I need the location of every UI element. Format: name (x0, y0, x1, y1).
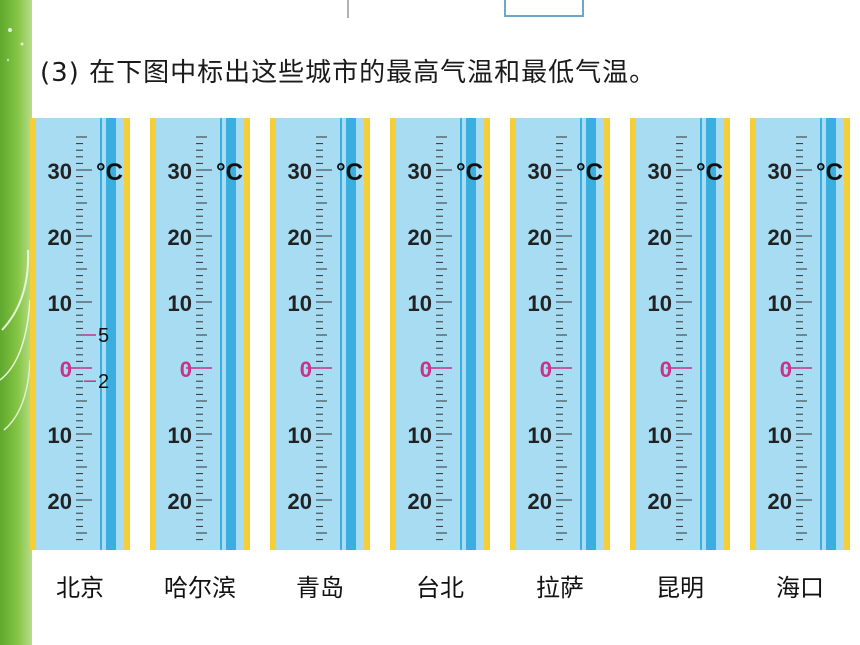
zero-label: 0 (540, 357, 552, 382)
glass-highlight (222, 118, 226, 550)
mark-label: 5 (98, 325, 109, 347)
instruction-heading: (3) 在下图中标出这些城市的最高气温和最低气温。 (40, 52, 656, 89)
scale-label: 30 (168, 159, 192, 184)
unit-label: °C (576, 159, 603, 186)
unit-label: °C (336, 159, 363, 186)
mark-label: 2 (98, 371, 109, 393)
glass-highlight (342, 118, 346, 550)
scale-label: 20 (408, 489, 432, 514)
frame-left (510, 118, 516, 550)
scale-label: 20 (288, 225, 312, 250)
thermometer-6: 30 20 10 0 10 20 °C (630, 118, 730, 550)
frame-right (364, 118, 370, 550)
city-label: 青岛 (296, 574, 344, 602)
thermometer-1: 30 20 10 0 10 20 °C 5 2 (30, 118, 130, 550)
scale-label: 20 (48, 489, 72, 514)
unit-label: °C (96, 159, 123, 186)
glass-highlight (582, 118, 586, 550)
zero-label: 0 (420, 357, 432, 382)
scale-label: 30 (528, 159, 552, 184)
city-label: 拉萨 (536, 574, 584, 602)
glass-highlight (102, 118, 106, 550)
scale-label: 10 (768, 291, 792, 316)
unit-label: °C (216, 159, 243, 186)
glass-highlight (702, 118, 706, 550)
scale-label: 10 (168, 291, 192, 316)
scale-label: 10 (408, 291, 432, 316)
frame-left (750, 118, 756, 550)
scale-label: 20 (768, 225, 792, 250)
scale-label: 20 (768, 489, 792, 514)
instruction-text: 在下图中标出这些城市的最高气温和最低气温。 (89, 58, 657, 88)
city-label: 昆明 (656, 574, 704, 602)
scale-label: 10 (48, 291, 72, 316)
scale-label: 10 (48, 423, 72, 448)
scale-label: 20 (48, 225, 72, 250)
scale-label: 20 (648, 225, 672, 250)
frame-left (270, 118, 276, 550)
scale-label: 10 (648, 291, 672, 316)
scale-label: 10 (168, 423, 192, 448)
scale-label: 20 (408, 225, 432, 250)
thermometer-5: 30 20 10 0 10 20 °C (510, 118, 610, 550)
scale-label: 20 (528, 225, 552, 250)
unit-label: °C (456, 159, 483, 186)
frame-right (604, 118, 610, 550)
scale-label: 20 (648, 489, 672, 514)
glass-highlight (822, 118, 826, 550)
leaf-pattern-icon (0, 28, 31, 431)
unit-label: °C (816, 159, 843, 186)
frame-right (124, 118, 130, 550)
frame-right (244, 118, 250, 550)
scale-label: 10 (408, 423, 432, 448)
unit-label: °C (696, 159, 723, 186)
frame-right (724, 118, 730, 550)
zero-label: 0 (780, 357, 792, 382)
city-label: 海口 (776, 574, 824, 602)
frame-left (630, 118, 636, 550)
city-label: 台北 (416, 574, 464, 602)
scale-label: 10 (528, 291, 552, 316)
scale-label: 20 (168, 489, 192, 514)
frame-right (844, 118, 850, 550)
top-cropped-box (347, 0, 584, 18)
thermometer-2: 30 20 10 0 10 20 °C (150, 118, 250, 550)
scale-label: 10 (288, 423, 312, 448)
scale-label: 30 (408, 159, 432, 184)
frame-left (30, 118, 36, 550)
scale-label: 10 (768, 423, 792, 448)
zero-label: 0 (180, 357, 192, 382)
scale-label: 30 (648, 159, 672, 184)
scale-label: 10 (648, 423, 672, 448)
zero-label: 0 (660, 357, 672, 382)
scale-label: 30 (768, 159, 792, 184)
scale-label: 20 (168, 225, 192, 250)
question-number: (3) (40, 58, 80, 88)
thermometer-4: 30 20 10 0 10 20 °C (390, 118, 490, 550)
scale-label: 10 (288, 291, 312, 316)
city-label: 哈尔滨 (164, 574, 236, 602)
scale-label: 30 (48, 159, 72, 184)
frame-left (150, 118, 156, 550)
decorative-green-border (0, 0, 32, 645)
thermometer-3: 30 20 10 0 10 20 °C (270, 118, 370, 550)
zero-label: 0 (300, 357, 312, 382)
frame-left (390, 118, 396, 550)
scale-label: 30 (288, 159, 312, 184)
frame-right (484, 118, 490, 550)
scale-label: 20 (288, 489, 312, 514)
city-label: 北京 (56, 574, 104, 602)
scale-label: 20 (528, 489, 552, 514)
glass-highlight (462, 118, 466, 550)
zero-label: 0 (60, 357, 72, 382)
scale-label: 10 (528, 423, 552, 448)
thermometer-7: 30 20 10 0 10 20 °C (750, 118, 850, 550)
